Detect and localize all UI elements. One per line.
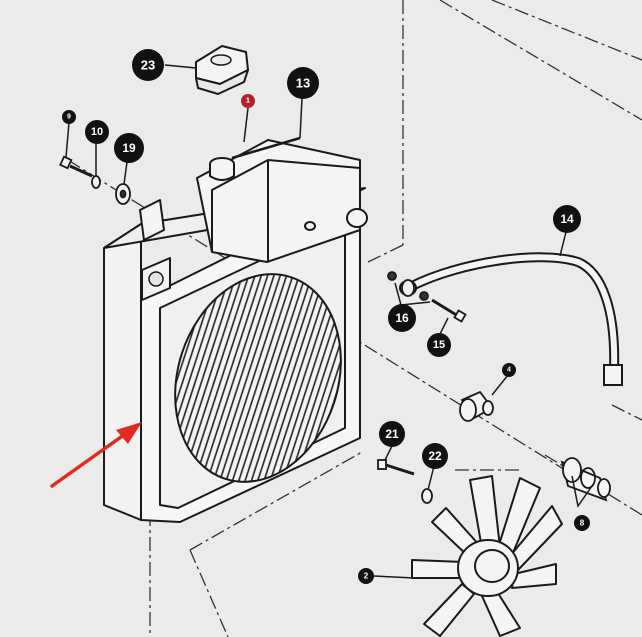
assembly-centerlines bbox=[67, 0, 642, 637]
bolt-21 bbox=[377, 459, 415, 476]
callout-14: 14 bbox=[553, 205, 581, 233]
cap-center bbox=[210, 54, 232, 66]
svg-text:2: 2 bbox=[364, 572, 369, 581]
leader-22 bbox=[427, 465, 435, 491]
callout-4: 4 bbox=[502, 363, 516, 377]
svg-text:14: 14 bbox=[560, 212, 574, 226]
fan-hub-inner bbox=[474, 549, 510, 583]
drain-plug bbox=[304, 221, 316, 231]
leader-14 bbox=[559, 231, 567, 257]
callout-21: 21 bbox=[379, 421, 405, 447]
clip-16 bbox=[387, 271, 429, 301]
svg-text:8: 8 bbox=[580, 519, 585, 528]
radiator-assembly bbox=[103, 136, 368, 523]
callout-15: 15 bbox=[427, 333, 451, 357]
svg-text:23: 23 bbox=[141, 58, 155, 73]
svg-text:21: 21 bbox=[385, 427, 399, 441]
svg-text:9: 9 bbox=[67, 114, 71, 121]
svg-text:22: 22 bbox=[428, 449, 442, 463]
callout-1: 1 bbox=[241, 94, 255, 108]
spacer-4 bbox=[459, 390, 494, 422]
centerline-main-axis bbox=[67, 159, 566, 471]
leader-19 bbox=[123, 161, 128, 185]
svg-text:13: 13 bbox=[296, 76, 310, 91]
callout-19: 19 bbox=[114, 133, 144, 163]
leader-1 bbox=[243, 107, 249, 143]
callout-balloons: 23 13 1 9 10 19 14 16 bbox=[62, 49, 590, 584]
hose-fitting bbox=[603, 364, 623, 386]
washer-22 bbox=[421, 488, 433, 504]
washer-19 bbox=[115, 183, 131, 205]
leader-21 bbox=[384, 445, 393, 461]
cap-skirt bbox=[195, 69, 249, 95]
callout-23: 23 bbox=[132, 49, 164, 81]
hardware bbox=[59, 155, 611, 504]
filler-neck bbox=[209, 164, 235, 181]
spacer-8 bbox=[560, 457, 611, 502]
callout-10: 10 bbox=[85, 120, 109, 144]
radiator-side-panel bbox=[103, 223, 142, 521]
centerline-base-down bbox=[189, 549, 229, 637]
svg-text:19: 19 bbox=[122, 141, 136, 155]
centerline-diagonal-top bbox=[439, 0, 642, 121]
leader-15 bbox=[439, 317, 449, 335]
tank-edge bbox=[211, 159, 361, 252]
leader-lines bbox=[65, 64, 593, 579]
centerline-hose-end bbox=[611, 404, 642, 421]
callout-2: 2 bbox=[358, 568, 374, 584]
washer-10 bbox=[91, 175, 101, 189]
bolt-9 bbox=[59, 155, 93, 178]
centerline-elbow bbox=[367, 244, 404, 263]
callout-16: 16 bbox=[388, 304, 416, 332]
mounting-bracket bbox=[139, 199, 165, 241]
radiator-cap bbox=[195, 45, 249, 95]
leader-13 bbox=[299, 97, 303, 139]
leader-9 bbox=[65, 122, 70, 158]
svg-text:15: 15 bbox=[433, 339, 445, 351]
flange-port bbox=[148, 271, 164, 287]
svg-text:4: 4 bbox=[507, 367, 511, 374]
callout-8: 8 bbox=[574, 515, 590, 531]
overflow-tube bbox=[231, 136, 301, 160]
leader-2 bbox=[373, 575, 415, 579]
callout-22: 22 bbox=[422, 443, 448, 469]
centerline-diagonal-top-2 bbox=[491, 0, 642, 61]
hose-body bbox=[410, 254, 618, 371]
svg-text:1: 1 bbox=[246, 98, 250, 105]
red-arrow-annotation bbox=[50, 422, 142, 488]
callout-13: 13 bbox=[287, 67, 319, 99]
outlet-stub bbox=[346, 208, 368, 228]
svg-text:10: 10 bbox=[91, 126, 103, 138]
centerline-base-left bbox=[189, 451, 363, 551]
leader-8 bbox=[571, 475, 593, 508]
bolt-15 bbox=[431, 298, 467, 323]
cooling-fan bbox=[411, 475, 563, 637]
leader-4 bbox=[491, 374, 509, 396]
svg-text:16: 16 bbox=[395, 311, 409, 325]
leader-23 bbox=[164, 64, 197, 69]
radiator-core bbox=[174, 273, 342, 483]
fan-blade-7 bbox=[411, 559, 465, 579]
callout-9: 9 bbox=[62, 110, 76, 124]
